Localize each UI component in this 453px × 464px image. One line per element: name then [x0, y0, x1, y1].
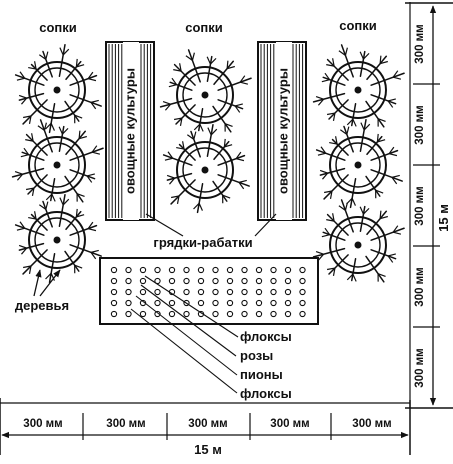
- trees-label: деревья: [15, 298, 69, 313]
- bottom-dim-2: 300 мм: [106, 418, 145, 430]
- label-peonies: пионы: [240, 367, 283, 382]
- tree-hill: [312, 199, 405, 283]
- right-dim-5: 300 мм: [414, 348, 426, 387]
- bottom-dim-total: 15 м: [194, 442, 222, 457]
- leader-phlox-2: [130, 308, 238, 394]
- tree-hill: [11, 119, 104, 203]
- beds-caption: грядки-рабатки: [153, 235, 252, 250]
- bottom-dim-5: 300 мм: [352, 418, 391, 430]
- tree-hill: [162, 123, 250, 214]
- vegetable-bed-left-label: овощные культуры: [122, 68, 137, 194]
- label-roses: розы: [240, 348, 273, 363]
- label-phlox-1: флоксы: [240, 329, 292, 344]
- leader-peonies: [135, 295, 238, 376]
- tree-hill: [159, 49, 252, 133]
- bottom-dim-4: 300 мм: [270, 418, 309, 430]
- right-dim-1: 300 мм: [414, 24, 426, 63]
- vegetable-bed-left: овощные культуры: [105, 41, 155, 221]
- trees-arrow-2: [39, 269, 61, 297]
- trees-arrow-1: [33, 269, 42, 297]
- tree-hill: [14, 193, 102, 284]
- right-dim-4: 300 мм: [414, 267, 426, 306]
- tree-hill: [315, 118, 403, 209]
- right-dim-2: 300 мм: [414, 105, 426, 144]
- bottom-dimension: 300 мм 300 мм 300 мм 300 мм 300 мм 15 м: [0, 398, 411, 457]
- label-phlox-2: флоксы: [240, 386, 292, 401]
- right-dimension: 300 мм 300 мм 300 мм 300 мм 300 мм 15 м: [405, 2, 453, 409]
- leader-phlox-1: [144, 275, 239, 338]
- hills-label-left: сопки: [39, 20, 77, 35]
- hills-label-right: сопки: [339, 18, 377, 33]
- vegetable-bed-right-label: овощные культуры: [275, 68, 290, 194]
- vegetable-bed-right: овощные культуры: [257, 41, 307, 221]
- tree-hill: [312, 44, 405, 128]
- hills-label-center: сопки: [185, 20, 223, 35]
- beds-leader-left: [145, 213, 184, 237]
- leader-roses: [140, 284, 237, 357]
- flower-bed-plants: [110, 266, 306, 318]
- right-dim-3: 300 мм: [414, 186, 426, 225]
- beds-leader-right: [254, 213, 277, 237]
- tree-hill: [14, 43, 102, 134]
- bottom-dim-1: 300 мм: [23, 418, 62, 430]
- tree-hills-group: [11, 43, 405, 284]
- right-dim-total: 15 м: [436, 204, 451, 232]
- bottom-dim-3: 300 мм: [188, 418, 227, 430]
